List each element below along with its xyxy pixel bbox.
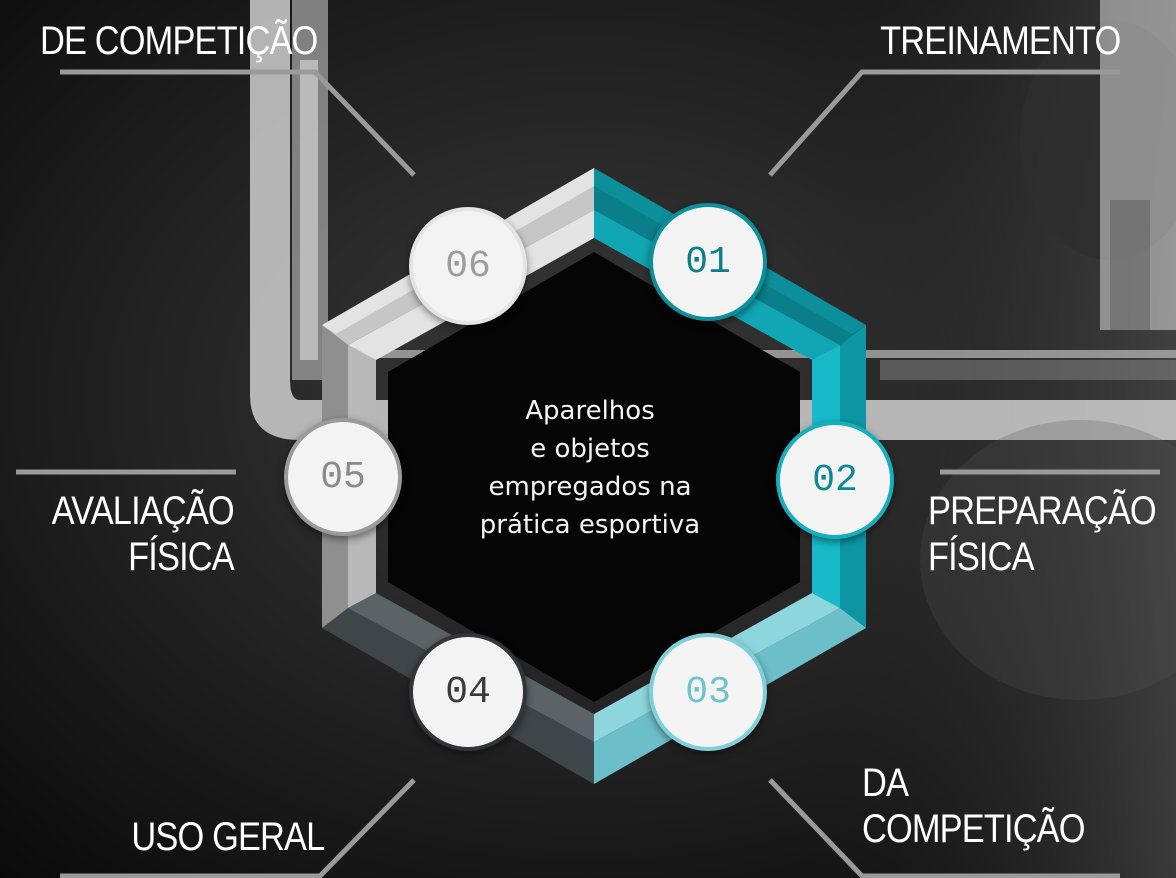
node-02-number: 02 bbox=[812, 458, 858, 502]
center-title-line-1: Aparelhos bbox=[525, 396, 655, 426]
node-04-badge: 04 bbox=[409, 633, 527, 751]
center-title-line-4: prática esportiva bbox=[479, 510, 701, 540]
label-preparacao-fisica-line-1: PREPARAÇÃO bbox=[928, 489, 1157, 533]
node-01-badge: 01 bbox=[649, 203, 767, 321]
center-title-line-3: empregados na bbox=[488, 472, 692, 502]
label-da-competicao-line-1: DA bbox=[862, 761, 909, 805]
node-03-number: 03 bbox=[685, 670, 731, 714]
label-avaliacao-fisica-line-2: FÍSICA bbox=[128, 535, 235, 579]
node-01-number: 01 bbox=[685, 240, 731, 284]
label-preparacao-fisica: PREPARAÇÃO FÍSICA bbox=[928, 488, 1157, 580]
node-04-number: 04 bbox=[445, 670, 491, 714]
label-de-competicao: DE COMPETIÇÃO bbox=[40, 18, 318, 64]
node-05-badge: 05 bbox=[284, 418, 402, 536]
label-da-competicao-line-2: COMPETIÇÃO bbox=[862, 807, 1086, 851]
label-uso-geral-line-1: USO GERAL bbox=[131, 815, 325, 859]
label-preparacao-fisica-line-2: FÍSICA bbox=[928, 535, 1035, 579]
label-da-competicao: DA COMPETIÇÃO bbox=[862, 760, 1086, 852]
node-06-badge: 06 bbox=[409, 207, 527, 325]
center-title: Aparelhos e objetos empregados na prátic… bbox=[440, 392, 740, 544]
center-title-line-2: e objetos bbox=[530, 434, 650, 464]
label-treinamento-line-1: TREINAMENTO bbox=[879, 19, 1121, 63]
label-uso-geral: USO GERAL bbox=[131, 814, 325, 860]
node-03-badge: 03 bbox=[649, 633, 767, 751]
node-06-number: 06 bbox=[445, 244, 491, 288]
node-05-number: 05 bbox=[320, 455, 366, 499]
label-de-competicao-line-1: DE COMPETIÇÃO bbox=[40, 19, 318, 63]
label-avaliacao-fisica: AVALIAÇÃO FÍSICA bbox=[51, 488, 235, 580]
label-treinamento: TREINAMENTO bbox=[879, 18, 1121, 64]
label-avaliacao-fisica-line-1: AVALIAÇÃO bbox=[51, 489, 235, 533]
node-02-badge: 02 bbox=[776, 421, 894, 539]
